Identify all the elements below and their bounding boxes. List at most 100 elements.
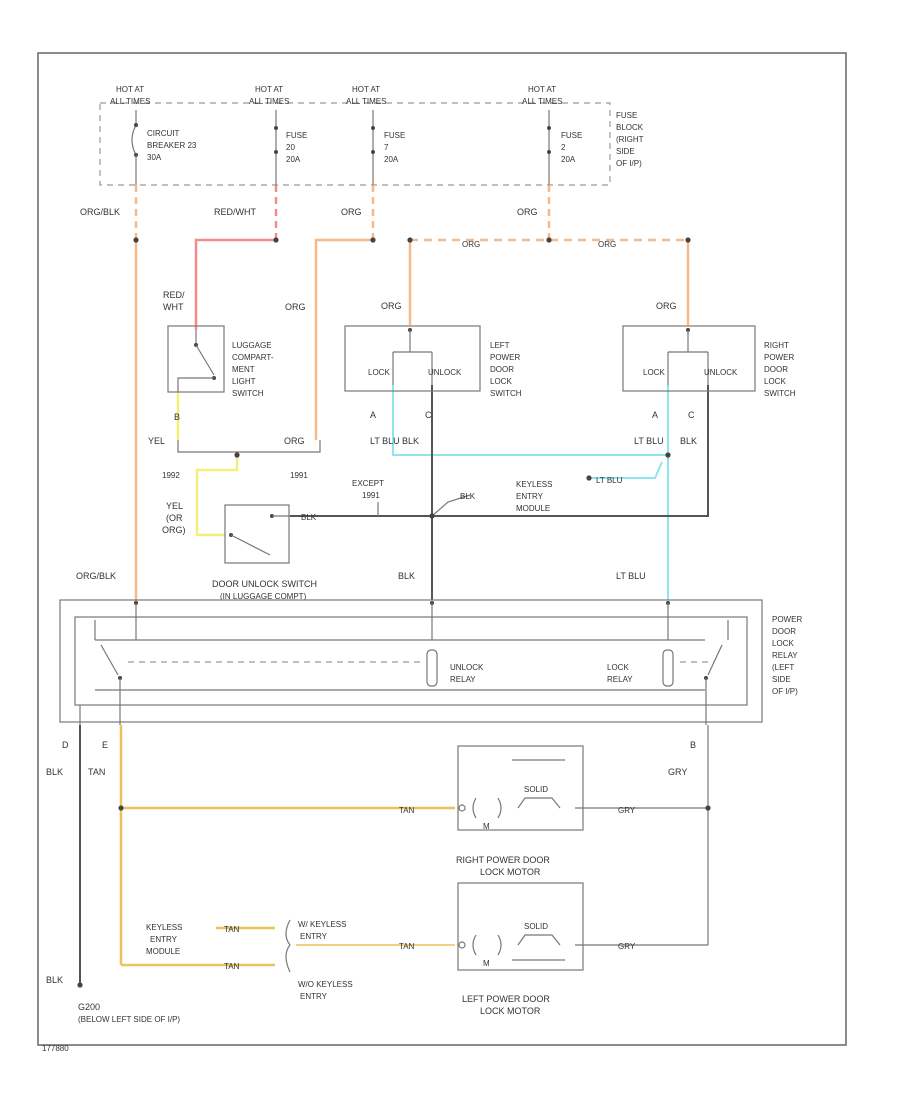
svg-text:POWER: POWER <box>772 615 802 624</box>
label-gry-right-motor: GRY <box>618 806 636 815</box>
label-red-wht-top: RED/WHT <box>214 207 256 217</box>
svg-text:DOOR: DOOR <box>490 365 514 374</box>
svg-text:M: M <box>483 959 490 968</box>
left-power-door-lock-switch: LOCK UNLOCK A C LEFT POWER DOOR LOCK SWI… <box>344 325 522 420</box>
label-lt-blu-left: LT BLU <box>370 436 400 446</box>
hot-label-3: HOT AT ALL TIMES <box>346 85 386 106</box>
label-lt-blu-right: LT BLU <box>634 436 664 446</box>
svg-text:SIDE: SIDE <box>616 147 635 156</box>
svg-text:DOOR: DOOR <box>772 627 796 636</box>
wire-keyless-splice <box>431 494 471 517</box>
svg-text:ALL TIMES: ALL TIMES <box>110 97 150 106</box>
label-tan-e: TAN <box>88 767 105 777</box>
svg-text:HOT AT: HOT AT <box>352 85 380 94</box>
svg-text:LOCK: LOCK <box>643 368 665 377</box>
svg-text:30A: 30A <box>147 153 162 162</box>
label-tan-keyless: TAN <box>224 925 240 934</box>
svg-text:SWITCH: SWITCH <box>232 389 264 398</box>
svg-text:RELAY: RELAY <box>450 675 476 684</box>
svg-text:LOCK MOTOR: LOCK MOTOR <box>480 867 541 877</box>
label-tan-right-motor: TAN <box>399 806 415 815</box>
right-power-door-lock-switch: LOCK UNLOCK A C RIGHT POWER DOOR LOCK SW… <box>622 325 796 420</box>
wire-org-to-yel-junction <box>314 238 373 440</box>
svg-text:ENTRY: ENTRY <box>300 992 328 1001</box>
svg-text:FUSE: FUSE <box>561 131 582 140</box>
svg-text:C: C <box>688 410 695 420</box>
label-yel-or-org-2: (OR <box>166 513 183 523</box>
label-blk-ground: BLK <box>46 975 63 985</box>
svg-text:A: A <box>370 410 376 420</box>
keyless-option-bracket: W/ KEYLESS ENTRY W/O KEYLESS ENTRY <box>285 919 353 1001</box>
svg-text:M: M <box>483 822 490 831</box>
fuse-7: FUSE 7 20A <box>371 110 405 185</box>
power-door-lock-relay: UNLOCK RELAY LOCK RELAY D E B POWER DOOR… <box>59 599 802 750</box>
svg-text:SOLID: SOLID <box>524 922 548 931</box>
label-yel-or-org-1: YEL <box>166 501 183 511</box>
label-yel-or-org-3: ORG) <box>162 525 186 535</box>
ground-g200: G200 (BELOW LEFT SIDE OF I/P) <box>78 1002 180 1024</box>
label-tan-wo-keyless: TAN <box>224 962 240 971</box>
label-gry-b: GRY <box>668 767 687 777</box>
label-red-wht-1: RED/ <box>163 290 185 300</box>
svg-text:UNLOCK: UNLOCK <box>428 368 462 377</box>
svg-text:LEFT POWER DOOR: LEFT POWER DOOR <box>462 994 550 1004</box>
svg-text:ENTRY: ENTRY <box>300 932 328 941</box>
svg-text:KEYLESS: KEYLESS <box>516 480 552 489</box>
label-blk-d: BLK <box>46 767 63 777</box>
label-except-1: EXCEPT <box>352 479 384 488</box>
svg-text:HOT AT: HOT AT <box>528 85 556 94</box>
svg-text:LIGHT: LIGHT <box>232 377 256 386</box>
svg-text:DOOR UNLOCK SWITCH: DOOR UNLOCK SWITCH <box>212 579 317 589</box>
svg-text:(IN LUGGAGE COMPT): (IN LUGGAGE COMPT) <box>220 592 307 601</box>
hot-label-2: HOT AT ALL TIMES <box>249 85 289 106</box>
svg-text:SIDE: SIDE <box>772 675 791 684</box>
label-lt-blu-keyless: LT BLU <box>596 476 623 485</box>
label-blk-keyless: BLK <box>460 492 476 501</box>
svg-text:HOT AT: HOT AT <box>255 85 283 94</box>
label-lt-blu-relay: LT BLU <box>616 571 646 581</box>
svg-text:FUSE: FUSE <box>286 131 307 140</box>
svg-text:OF I/P): OF I/P) <box>616 159 642 168</box>
svg-text:LOCK: LOCK <box>764 377 786 386</box>
svg-text:OF I/P): OF I/P) <box>772 687 798 696</box>
svg-text:G200: G200 <box>78 1002 100 1012</box>
label-except-2: 1991 <box>362 491 380 500</box>
svg-text:RIGHT POWER DOOR: RIGHT POWER DOOR <box>456 855 550 865</box>
svg-text:SOLID: SOLID <box>524 785 548 794</box>
svg-text:20A: 20A <box>561 155 576 164</box>
fuse-block-outline <box>99 102 611 186</box>
svg-text:MODULE: MODULE <box>146 947 180 956</box>
fuse-2: FUSE 2 20A <box>547 110 582 185</box>
keyless-entry-module-bottom: KEYLESS ENTRY MODULE <box>146 923 182 956</box>
svg-text:RIGHT: RIGHT <box>764 341 789 350</box>
right-power-door-lock-motor: SOLID M RIGHT POWER DOOR LOCK MOTOR <box>456 745 584 877</box>
circuit-breaker-23: CIRCUIT BREAKER 23 30A <box>131 110 197 185</box>
svg-text:LOCK: LOCK <box>490 377 512 386</box>
wire-lt-blu-left-switch <box>392 385 668 456</box>
svg-text:RELAY: RELAY <box>772 651 798 660</box>
svg-text:KEYLESS: KEYLESS <box>146 923 182 932</box>
wire-year-junction <box>177 440 321 453</box>
svg-text:LOCK: LOCK <box>368 368 390 377</box>
svg-text:RELAY: RELAY <box>607 675 633 684</box>
svg-text:ENTRY: ENTRY <box>150 935 178 944</box>
label-blk-relay: BLK <box>398 571 415 581</box>
label-org-horiz-1: ORG <box>462 240 480 249</box>
splice-dots <box>77 237 711 988</box>
svg-text:ALL TIMES: ALL TIMES <box>249 97 289 106</box>
svg-text:ENTRY: ENTRY <box>516 492 544 501</box>
svg-text:UNLOCK: UNLOCK <box>704 368 738 377</box>
svg-text:A: A <box>652 410 658 420</box>
left-power-door-lock-motor: SOLID M LEFT POWER DOOR LOCK MOTOR <box>457 882 584 1016</box>
label-org-fuse2: ORG <box>517 207 538 217</box>
svg-text:LEFT: LEFT <box>490 341 510 350</box>
svg-text:B: B <box>690 740 696 750</box>
svg-text:(BELOW LEFT SIDE OF I/P): (BELOW LEFT SIDE OF I/P) <box>78 1015 180 1024</box>
hot-label-4: HOT AT ALL TIMES <box>522 85 562 106</box>
fuse-20: FUSE 20 20A <box>274 110 307 185</box>
svg-text:ALL TIMES: ALL TIMES <box>346 97 386 106</box>
wire-yel-or-org-to-door-unlock <box>195 455 239 537</box>
label-red-wht-2: WHT <box>163 302 184 312</box>
diagram-frame <box>37 52 847 1046</box>
